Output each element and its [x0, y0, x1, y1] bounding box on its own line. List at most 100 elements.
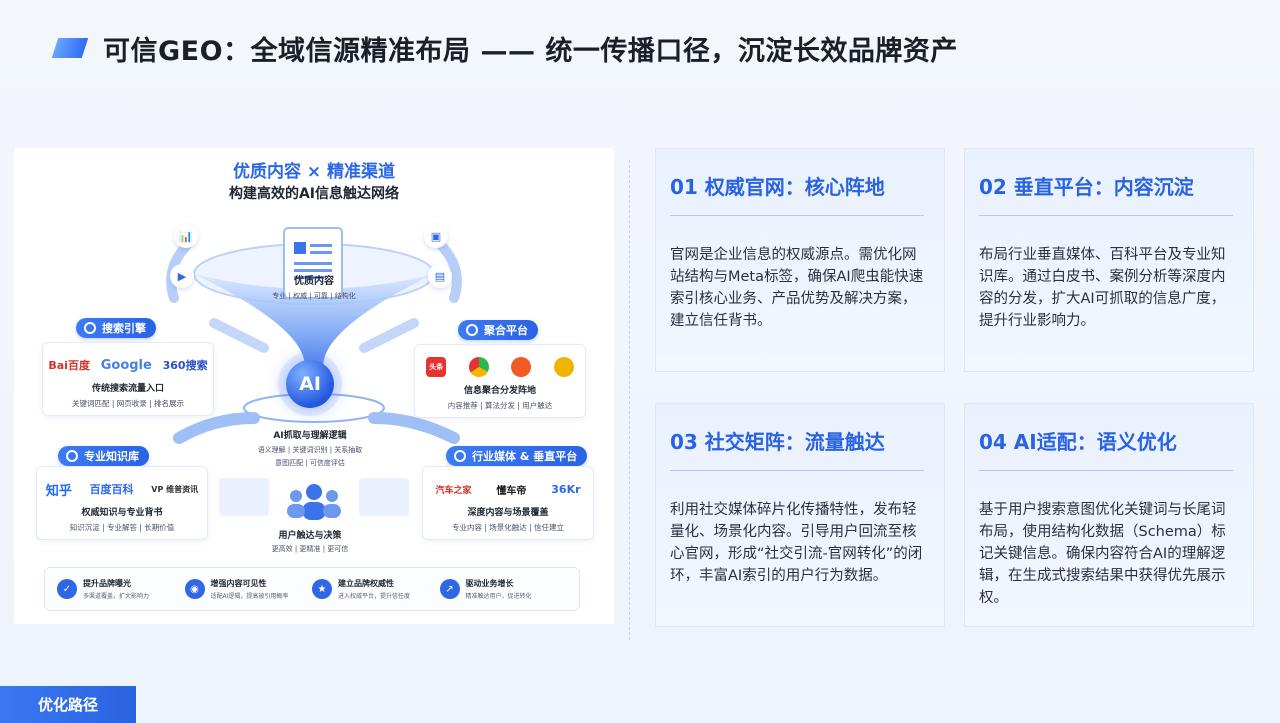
vip-logo: VP 维普资讯: [151, 484, 199, 494]
benefit-name: 驱动业务增长: [465, 579, 514, 588]
search-engine-pill: 搜索引擎: [76, 318, 156, 338]
search-engine-name: 传统搜索流量入口: [91, 384, 164, 394]
search-engine-logos: Bai百度 Google 360搜索: [43, 351, 213, 379]
title-accent-mark: [51, 38, 89, 58]
google-logo: Google: [100, 357, 152, 373]
image-icon: ▣: [424, 224, 448, 248]
panel-divider: [670, 215, 924, 216]
knowledge-base-name: 权威知识与专业背书: [81, 508, 163, 518]
industry-media-card: 汽车之家 懂车帝 36Kr 深度内容与场景覆盖 专业内容 | 场景化触达 | 信…: [422, 466, 594, 540]
flow-arrows: [166, 238, 462, 516]
funnel-graphic: [193, 227, 435, 423]
search-engine-pill-label: 搜索引擎: [102, 322, 146, 335]
optimization-path-tab[interactable]: 优化路径: [0, 686, 136, 723]
panel-body: 官网是企业信息的权威源点。需优化网站结构与Meta标签，确保AI爬虫能快速索引核…: [670, 247, 924, 329]
page-title: 可信GEO：全域信源精准布局 —— 统一传播口径，沉淀长效品牌资产: [103, 35, 958, 67]
knowledge-base-tags: 知识沉淀 | 专业解答 | 长期价值: [69, 523, 175, 532]
aggregate-platform-pill-label: 聚合平台: [484, 324, 528, 337]
panel-body: 基于用户搜索意图优化关键词与长尾词布局，使用结构化数据（Schema）标记关键信…: [979, 502, 1226, 606]
medal-icon: ★: [312, 579, 332, 599]
360-search-logo: 360搜索: [162, 359, 208, 372]
aggregate-platform-card: 头条 信息聚合分发阵地 内容推荐 | 算法分发 | 用户触达: [414, 344, 586, 418]
industry-media-logos: 汽车之家 懂车帝 36Kr: [423, 475, 593, 503]
baidu-baike-logo: 百度百科: [89, 483, 134, 496]
ai-logic-label: AI抓取与理解逻辑 语义理解 | 关键词识别 | 关系抽取 意图匹配 | 可信度…: [240, 428, 380, 468]
aggregate-platform-name: 信息聚合分发阵地: [463, 386, 536, 396]
eye-icon: ◉: [184, 579, 205, 599]
channel-infographic: 优质内容 × 精准渠道 构建高效的AI信息触达网络: [14, 148, 614, 624]
search-engine-tags: 关键词匹配 | 网页收录 | 排名展示: [71, 399, 185, 408]
industry-media-name: 深度内容与场景覆盖: [467, 508, 549, 518]
ai-logic-tags-2: 意图匹配 | 可信度评估: [275, 459, 345, 467]
knowledge-base-logos: 知乎 百度百科 VP 维普资讯: [37, 475, 207, 503]
panel-title: 03 社交矩阵：流量触达: [670, 430, 885, 454]
panel-divider: [670, 470, 924, 471]
search-engine-card: Bai百度 Google 360搜索 传统搜索流量入口 关键词匹配 | 网页收录…: [42, 342, 214, 416]
weibo-logo: [553, 357, 574, 377]
panel-body: 利用社交媒体碎片化传播特性，发布轻量化、场景化内容。引导用户回流至核心官网，形成…: [670, 502, 923, 584]
chart-icon: 📊: [174, 224, 198, 248]
aggregate-platform-logos: 头条: [415, 353, 585, 381]
ai-logic-tags-1: 语义理解 | 关键词识别 | 关系抽取: [257, 446, 363, 454]
dongchedi-logo: 懂车帝: [496, 485, 527, 497]
panel-ai-adaptation: 04 AI适配：语义优化 基于用户搜索意图优化关键词与长尾词布局，使用结构化数据…: [964, 403, 1254, 627]
benefit-name: 提升品牌曝光: [83, 579, 131, 588]
benefit-desc: 适配AI逻辑，提高被引用概率: [210, 593, 289, 600]
user-name: 用户触达与决策: [278, 531, 342, 541]
panel-title: 04 AI适配：语义优化: [979, 430, 1177, 454]
panel-official-site: 01 权威官网：核心阵地 官网是企业信息的权威源点。需优化网站结构与Meta标签…: [655, 148, 945, 372]
benefit-name: 建立品牌权威性: [338, 579, 394, 588]
panel-vertical-platform: 02 垂直平台：内容沉淀 布局行业垂直媒体、百科平台及专业知识库。通过白皮书、案…: [964, 148, 1254, 372]
growth-chart-icon: ↗: [439, 579, 460, 599]
panel-social-matrix: 03 社交矩阵：流量触达 利用社交媒体碎片化传播特性，发布轻量化、场景化内容。引…: [655, 403, 945, 627]
aggregate-platform-pill: 聚合平台: [458, 320, 538, 340]
user-tags: 更高效 | 更精准 | 更可信: [271, 545, 349, 553]
benefit-desc: 进入权威平台，提升信任度: [338, 593, 411, 600]
funnel-top-tags: 专业 | 权威 | 可靠 | 结构化: [272, 292, 356, 300]
aggregate-platform-tags: 内容推荐 | 算法分发 | 用户触达: [447, 401, 553, 410]
funnel-top-label: 优质内容 专业 | 权威 | 可靠 | 结构化: [244, 272, 384, 301]
grid-icon: [466, 324, 478, 336]
knowledge-base-pill: 专业知识库: [58, 446, 149, 466]
aggregate-app-logo-2: [468, 357, 489, 377]
search-icon: [84, 322, 96, 334]
toutiao-logo: 头条: [426, 357, 447, 377]
title-bar: 可信GEO：全域信源精准布局 —— 统一传播口径，沉淀长效品牌资产: [51, 28, 958, 68]
36kr-logo: 36Kr: [551, 482, 581, 496]
benefit-name: 增强内容可见性: [210, 579, 267, 588]
shield-icon: ✓: [57, 579, 77, 599]
funnel-top-name: 优质内容: [294, 276, 334, 287]
user-label: 用户触达与决策 更高效 | 更精准 | 更可信: [240, 528, 380, 554]
ai-core: AI: [286, 360, 334, 408]
graphic-title: 优质内容 × 精准渠道: [232, 162, 396, 182]
benefit-item: ✓ 提升品牌曝光多渠道覆盖，扩大影响力: [57, 578, 185, 600]
panel-divider: [979, 470, 1233, 471]
baidu-logo: Bai百度: [48, 359, 90, 372]
autohome-logo: 汽车之家: [435, 485, 472, 496]
benefits-row: ✓ 提升品牌曝光多渠道覆盖，扩大影响力 ◉ 增强内容可见性适配AI逻辑，提高被引…: [44, 567, 580, 611]
graphic-subtitle: 构建高效的AI信息触达网络: [228, 186, 400, 202]
industry-media-tags: 专业内容 | 场景化触达 | 信任建立: [451, 523, 565, 532]
industry-media-pill-label: 行业媒体 & 垂直平台: [472, 450, 578, 463]
benefit-desc: 多渠道覆盖，扩大影响力: [83, 593, 150, 600]
benefit-item: ★ 建立品牌权威性进入权威平台，提升信任度: [312, 578, 440, 600]
knowledge-base-card: 知乎 百度百科 VP 维普资讯 权威知识与专业背书 知识沉淀 | 专业解答 | …: [36, 466, 208, 540]
vertical-divider: [629, 160, 630, 640]
benefit-desc: 精准触达用户，促进转化: [465, 593, 532, 600]
panel-title: 01 权威官网：核心阵地: [670, 175, 885, 199]
graduation-cap-icon: [66, 450, 78, 462]
zhihu-logo: 知乎: [45, 483, 72, 499]
panel-title: 02 垂直平台：内容沉淀: [979, 175, 1194, 199]
panel-divider: [979, 215, 1233, 216]
panel-body: 布局行业垂直媒体、百科平台及专业知识库。通过白皮书、案例分析等深度内容的分发，扩…: [979, 247, 1226, 329]
aggregate-app-logo-3: [511, 357, 532, 377]
document-icon: ▤: [428, 264, 452, 288]
video-icon: ▶: [170, 264, 194, 288]
document-list-icon: [454, 450, 466, 462]
benefit-item: ↗ 驱动业务增长精准触达用户，促进转化: [439, 578, 568, 600]
users-icon: [287, 484, 341, 520]
ai-logic-name: AI抓取与理解逻辑: [273, 431, 347, 441]
benefit-item: ◉ 增强内容可见性适配AI逻辑，提高被引用概率: [184, 578, 313, 600]
knowledge-base-pill-label: 专业知识库: [84, 450, 139, 463]
industry-media-pill: 行业媒体 & 垂直平台: [446, 446, 588, 466]
